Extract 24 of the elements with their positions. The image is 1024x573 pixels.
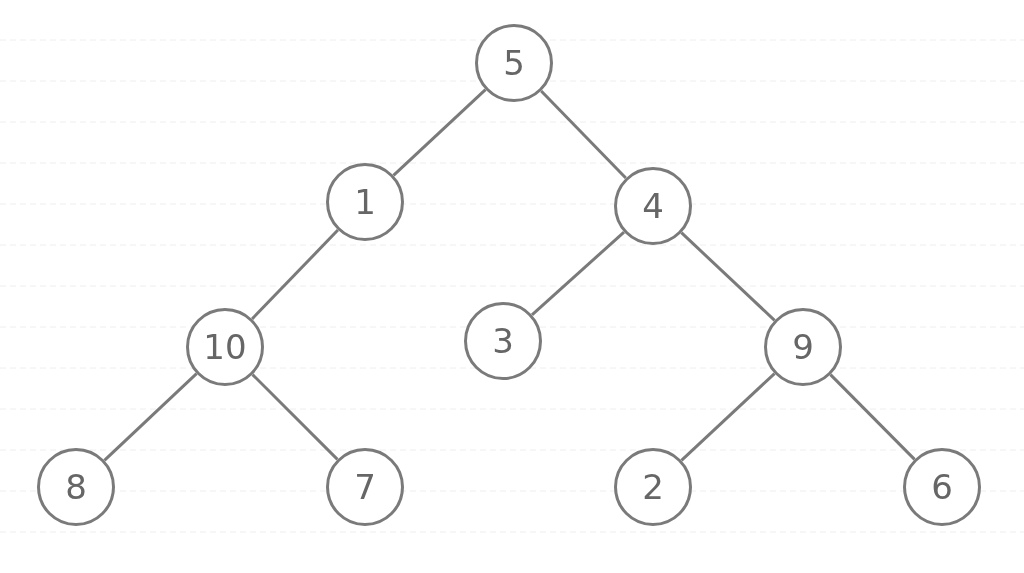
connector-line bbox=[392, 88, 487, 177]
node-value: 2 bbox=[642, 470, 664, 504]
tree-node-circle bbox=[326, 163, 404, 241]
tree-node-circle bbox=[764, 308, 842, 386]
node-value: 1 bbox=[354, 185, 376, 219]
tree-node-circle bbox=[475, 24, 553, 102]
node-value: 8 bbox=[65, 470, 87, 504]
node-value: 10 bbox=[203, 330, 247, 364]
connector-line bbox=[103, 372, 198, 462]
connector-line bbox=[540, 89, 627, 180]
node-value: 3 bbox=[492, 324, 514, 358]
connector-line bbox=[251, 373, 339, 461]
connector-line bbox=[829, 373, 916, 461]
node-value: 5 bbox=[503, 46, 525, 80]
node-value: 9 bbox=[792, 330, 814, 364]
connector-line bbox=[251, 229, 339, 320]
node-value: 4 bbox=[642, 189, 664, 223]
connector-line bbox=[531, 230, 625, 317]
connector-line bbox=[680, 231, 776, 322]
node-value: 7 bbox=[354, 470, 376, 504]
tree-node-circle bbox=[614, 167, 692, 245]
tree-node-circle bbox=[186, 308, 264, 386]
node-value: 6 bbox=[931, 470, 953, 504]
connector-line bbox=[680, 372, 776, 462]
